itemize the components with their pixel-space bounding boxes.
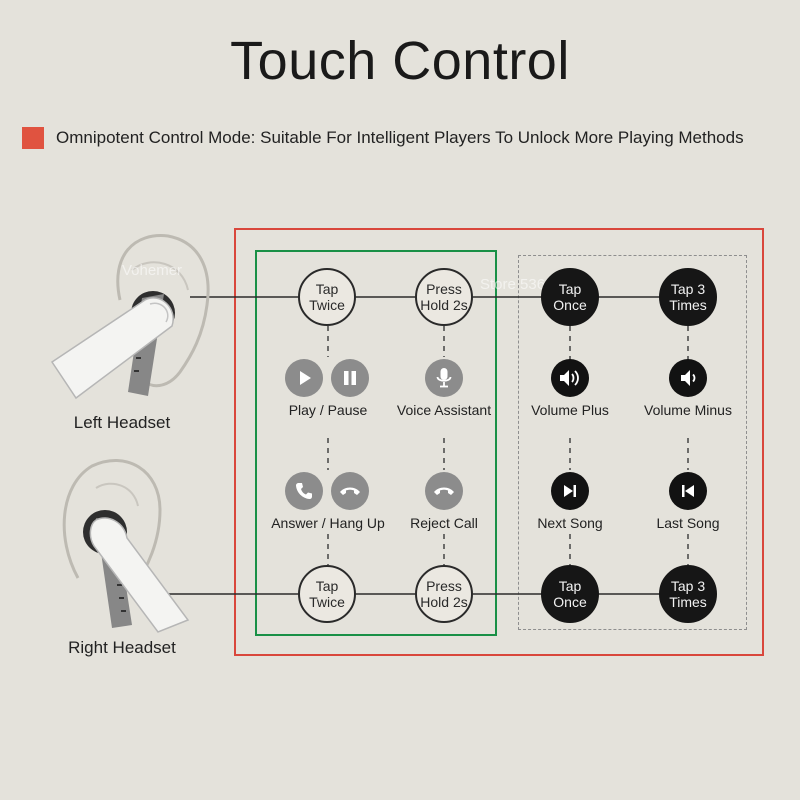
right-tap-once-circle: Tap Once <box>541 565 599 623</box>
voice-assistant-label: Voice Assistant <box>396 402 492 418</box>
control-frame-red <box>234 228 764 656</box>
left-tap-twice-circle: Tap Twice <box>298 268 356 326</box>
volume-minus-label: Volume Minus <box>644 402 732 418</box>
left-headset-label: Left Headset <box>73 413 171 432</box>
left-tap-3-times-circle: Tap 3 Times <box>659 268 717 326</box>
phone-hangup-icon <box>331 472 369 510</box>
microphone-icon <box>425 359 463 397</box>
phone-answer-icon <box>285 472 323 510</box>
next-track-icon <box>551 472 589 510</box>
page-title: Touch Control <box>230 31 570 91</box>
control-frame-dashed <box>518 255 747 630</box>
right-tap-3-times-circle: Tap 3 Times <box>659 565 717 623</box>
left-finger-illustration <box>50 297 174 400</box>
next-song-label: Next Song <box>537 515 603 531</box>
pause-icon <box>331 359 369 397</box>
reject-call-icon <box>425 472 463 510</box>
play-pause-label: Play / Pause <box>288 402 368 418</box>
left-tap-once-circle: Tap Once <box>541 268 599 326</box>
left-ear-illustration <box>116 234 210 388</box>
right-tap-twice-circle: Tap Twice <box>298 565 356 623</box>
red-square-bullet <box>22 127 44 149</box>
play-icon <box>285 359 323 397</box>
right-press-hold-circle: Press Hold 2s <box>415 565 473 623</box>
subtitle-row: Omnipotent Control Mode: Suitable For In… <box>22 126 744 150</box>
subtitle: Omnipotent Control Mode: Suitable For In… <box>56 128 744 147</box>
right-finger-illustration <box>89 517 190 633</box>
right-headset-label: Right Headset <box>68 638 176 657</box>
volume-down-icon <box>669 359 707 397</box>
volume-up-icon <box>551 359 589 397</box>
watermark-brand: Vohemer <box>122 262 183 279</box>
reject-call-label: Reject Call <box>410 515 478 531</box>
previous-track-icon <box>669 472 707 510</box>
volume-plus-label: Volume Plus <box>531 402 609 418</box>
control-frame-green <box>255 250 497 636</box>
answer-hang-up-label: Answer / Hang Up <box>271 515 385 531</box>
right-ear-illustration <box>62 459 162 591</box>
last-song-label: Last Song <box>656 515 720 531</box>
left-press-hold-circle: Press Hold 2s <box>415 268 473 326</box>
